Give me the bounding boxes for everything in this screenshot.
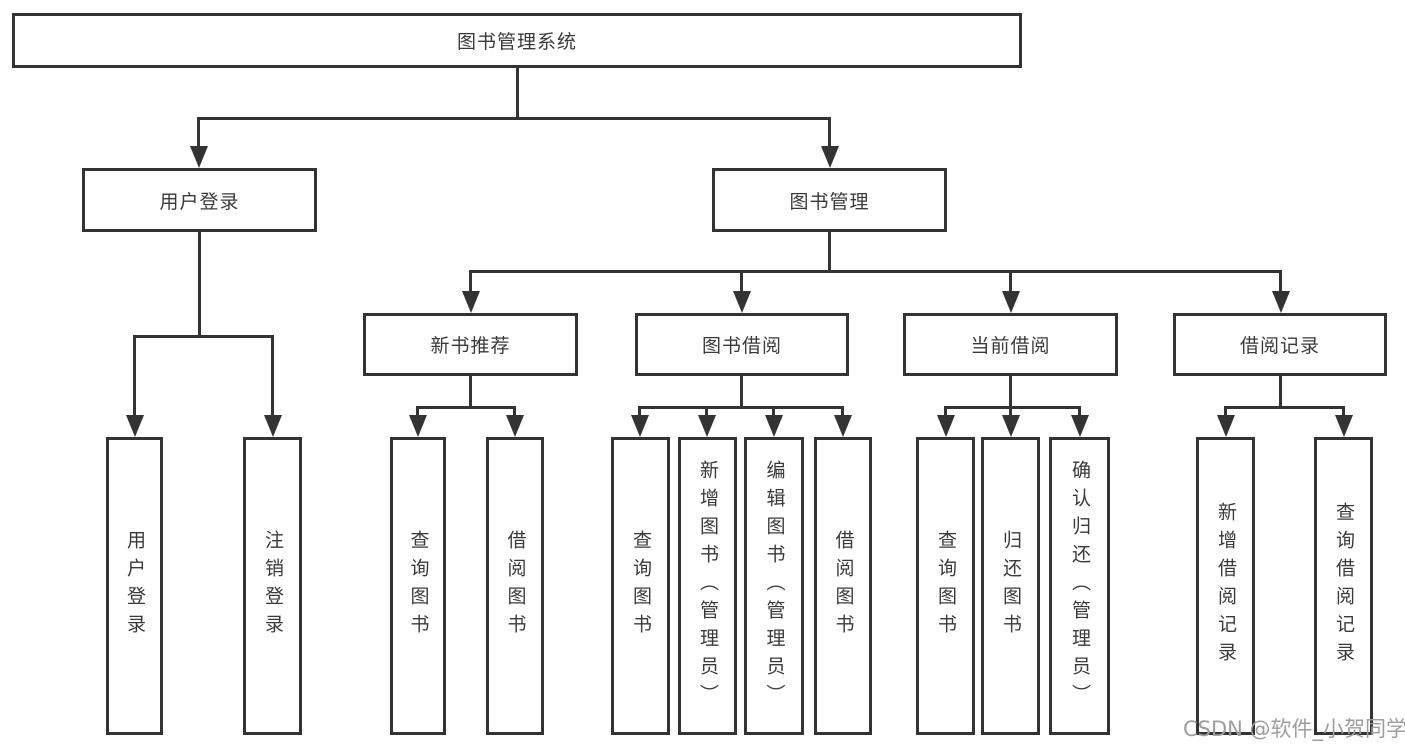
leaf-label: 注销登录 bbox=[262, 530, 284, 642]
leaf-user-login: 用户登录 bbox=[106, 437, 163, 735]
connector-arrow-down bbox=[638, 406, 641, 415]
leaf-query-books-current: 查询图书 bbox=[916, 437, 975, 735]
leaf-logout: 注销登录 bbox=[243, 437, 302, 735]
leaf-add-borrow-record: 新增借阅记录 bbox=[1196, 437, 1255, 735]
connector-arrow-down bbox=[740, 270, 743, 291]
connector-arrow-down bbox=[1224, 406, 1227, 415]
connector-arrow-down bbox=[1009, 406, 1012, 415]
connector-arrow-down bbox=[197, 117, 200, 146]
leaf-label: 确认归还（管理员） bbox=[1069, 460, 1091, 712]
connector-vline bbox=[1009, 376, 1012, 409]
connector-vline bbox=[740, 376, 743, 409]
connector-vline bbox=[828, 232, 831, 273]
connector-hline bbox=[944, 406, 1080, 409]
connector-arrow-down bbox=[1342, 406, 1345, 415]
connector-arrow-down bbox=[944, 406, 947, 415]
connector-hline bbox=[469, 270, 1282, 273]
leaf-label: 归还图书 bbox=[1000, 530, 1022, 642]
connector-hline bbox=[197, 117, 831, 120]
connector-arrow-down bbox=[271, 335, 274, 415]
leaf-query-borrow-record: 查询借阅记录 bbox=[1314, 437, 1373, 735]
leaf-query-books-recommendation: 查询图书 bbox=[390, 437, 446, 735]
node-current-borrowing: 当前借阅 bbox=[903, 313, 1118, 376]
leaf-label: 查询图书 bbox=[407, 530, 430, 642]
leaf-label: 借阅图书 bbox=[832, 530, 855, 642]
leaf-query-books-borrowing: 查询图书 bbox=[611, 437, 670, 735]
node-book-management: 图书管理 bbox=[712, 168, 947, 232]
connector-arrow-down bbox=[772, 406, 775, 415]
connector-arrow-down bbox=[416, 406, 419, 415]
root-node-library-system: 图书管理系统 bbox=[12, 13, 1022, 68]
leaf-return-books: 归还图书 bbox=[981, 437, 1040, 735]
csdn-watermark: CSDN @软件_小贺同学 bbox=[1183, 717, 1405, 741]
leaf-label: 查询图书 bbox=[630, 530, 652, 642]
node-user-login: 用户登录 bbox=[82, 168, 317, 232]
leaf-label: 编辑图书（管理员） bbox=[763, 460, 786, 712]
leaf-label: 新增借阅记录 bbox=[1215, 502, 1237, 670]
leaf-add-book-admin: 新增图书（管理员） bbox=[678, 437, 737, 735]
connector-arrow-down bbox=[705, 406, 708, 415]
connector-arrow-down bbox=[1009, 270, 1012, 291]
leaf-borrow-books-recommendation: 借阅图书 bbox=[486, 437, 544, 735]
connector-arrow-down bbox=[828, 117, 831, 146]
node-new-book-recommendation: 新书推荐 bbox=[363, 313, 578, 376]
connector-arrow-down bbox=[841, 406, 844, 415]
connector-arrow-down bbox=[1078, 406, 1081, 415]
connector-hline bbox=[638, 406, 844, 409]
leaf-edit-book-admin: 编辑图书（管理员） bbox=[744, 437, 804, 735]
connector-arrow-down bbox=[133, 335, 136, 415]
connector-hline bbox=[1224, 406, 1344, 409]
connector-hline bbox=[416, 406, 516, 409]
connector-vline bbox=[198, 232, 201, 338]
connector-vline bbox=[1279, 376, 1282, 409]
leaf-label: 查询借阅记录 bbox=[1333, 502, 1355, 670]
leaf-label: 新增图书（管理员） bbox=[697, 460, 719, 712]
connector-vline bbox=[469, 376, 472, 409]
connector-hline bbox=[133, 335, 273, 338]
connector-vline bbox=[516, 68, 519, 119]
leaf-label: 借阅图书 bbox=[504, 530, 527, 642]
leaf-label: 用户登录 bbox=[124, 530, 146, 642]
leaf-confirm-return-admin: 确认归还（管理员） bbox=[1049, 437, 1110, 735]
connector-arrow-down bbox=[469, 270, 472, 291]
connector-arrow-down bbox=[1279, 270, 1282, 291]
leaf-borrow-books: 借阅图书 bbox=[814, 437, 872, 735]
node-book-borrowing: 图书借阅 bbox=[635, 313, 849, 376]
node-borrowing-records: 借阅记录 bbox=[1173, 313, 1387, 376]
leaf-label: 查询图书 bbox=[935, 530, 957, 642]
connector-arrow-down bbox=[513, 406, 516, 415]
